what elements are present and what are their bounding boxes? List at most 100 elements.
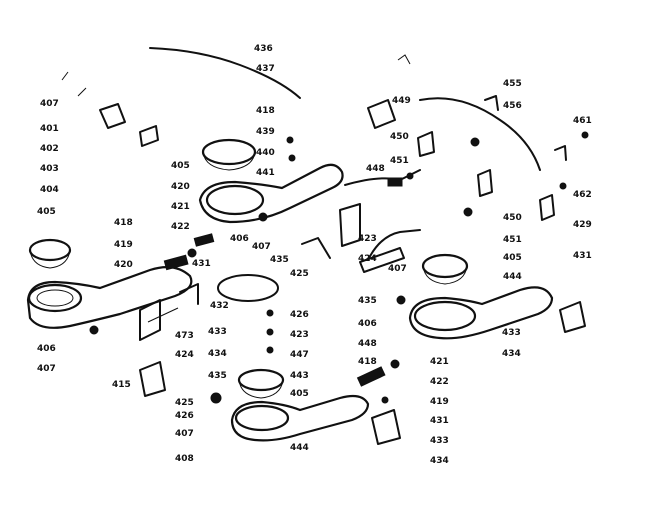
part-label-450: 450 (503, 213, 522, 223)
part-label-407: 407 (175, 429, 194, 439)
part-label-433: 433 (208, 327, 227, 337)
part-label-451: 451 (503, 235, 522, 245)
part-label-436: 436 (254, 44, 273, 54)
pilot-parts-right (477, 95, 567, 221)
part-label-418: 418 (114, 218, 133, 228)
gas-tube-mid (367, 229, 421, 261)
part-label-406: 406 (358, 319, 377, 329)
orifice-left (89, 325, 99, 335)
part-label-431: 431 (573, 251, 592, 261)
part-label-444: 444 (290, 443, 309, 453)
part-label-444: 444 (503, 272, 522, 282)
part-label-434: 434 (430, 456, 449, 466)
part-label-433: 433 (430, 436, 449, 446)
part-label-404: 404 (40, 185, 59, 195)
part-label-439: 439 (256, 127, 275, 137)
valve-assembly-right (387, 172, 414, 187)
valve-assembly-left (163, 248, 197, 271)
part-label-461: 461 (573, 116, 592, 126)
bracket-bottom-right (371, 409, 401, 445)
valve-assembly-center (193, 233, 215, 247)
part-label-441: 441 (256, 168, 275, 178)
burner-cap-left (28, 238, 72, 262)
part-label-406: 406 (230, 234, 249, 244)
center-ring (217, 274, 279, 302)
part-label-425: 425 (290, 269, 309, 279)
part-label-434: 434 (502, 349, 521, 359)
part-label-443: 443 (290, 371, 309, 381)
part-label-424: 424 (358, 254, 377, 264)
part-label-421: 421 (430, 357, 449, 367)
part-label-448: 448 (366, 164, 385, 174)
part-label-434: 434 (208, 349, 227, 359)
part-label-415: 415 (112, 380, 131, 390)
part-label-420: 420 (171, 182, 190, 192)
part-label-420: 420 (114, 260, 133, 270)
orifice-bottom (210, 392, 222, 404)
burner-cap-top (201, 138, 257, 166)
part-label-426: 426 (175, 411, 194, 421)
part-label-431: 431 (192, 259, 211, 269)
part-label-423: 423 (358, 234, 377, 244)
part-label-405: 405 (290, 389, 309, 399)
part-label-433: 433 (502, 328, 521, 338)
part-label-451: 451 (390, 156, 409, 166)
burner-cap-right (421, 253, 469, 279)
part-label-429: 429 (573, 220, 592, 230)
part-label-407: 407 (252, 242, 271, 252)
part-label-423: 423 (290, 330, 309, 340)
part-label-422: 422 (171, 222, 190, 232)
part-label-401: 401 (40, 124, 59, 134)
part-label-406: 406 (37, 344, 56, 354)
bracket-far-right (559, 301, 586, 333)
part-label-419: 419 (114, 240, 133, 250)
part-label-405: 405 (171, 161, 190, 171)
pilot-parts-upper-left (61, 71, 159, 147)
manifold-bar (359, 247, 405, 273)
part-label-403: 403 (40, 164, 59, 174)
part-label-418: 418 (358, 357, 377, 367)
valve-assembly-bottom (356, 359, 400, 387)
part-label-402: 402 (40, 144, 59, 154)
part-label-426: 426 (290, 310, 309, 320)
bracket-bottom-left (139, 361, 166, 397)
burner-ring-left (27, 283, 83, 313)
part-label-450: 450 (390, 132, 409, 142)
part-label-431: 431 (430, 416, 449, 426)
part-label-437: 437 (256, 64, 275, 74)
part-label-419: 419 (430, 397, 449, 407)
part-label-462: 462 (573, 190, 592, 200)
part-label-418: 418 (256, 106, 275, 116)
gas-tube-curved (419, 97, 541, 171)
part-label-473: 473 (175, 331, 194, 341)
part-label-425: 425 (175, 398, 194, 408)
bracket-mid (179, 283, 199, 305)
diagram-artwork (26, 47, 589, 445)
part-label-407: 407 (37, 364, 56, 374)
part-label-424: 424 (175, 350, 194, 360)
bracket-left (139, 299, 179, 341)
part-label-447: 447 (290, 350, 309, 360)
thermocouple-parts (397, 54, 435, 157)
part-label-456: 456 (503, 101, 522, 111)
orifice-upper (258, 212, 268, 222)
burner-cap-bottom (237, 368, 285, 392)
gas-tube-top (149, 47, 301, 99)
part-label-407: 407 (40, 99, 59, 109)
part-label-405: 405 (503, 253, 522, 263)
part-label-405: 405 (37, 207, 56, 217)
burner-tray-left (26, 265, 193, 329)
part-label-408: 408 (175, 454, 194, 464)
part-label-422: 422 (430, 377, 449, 387)
part-label-432: 432 (210, 301, 229, 311)
part-number-labels: 436 437 418 439 440 441 407 401 402 403 404 405 420 4… (37, 44, 592, 466)
part-label-435: 435 (208, 371, 227, 381)
part-label-440: 440 (256, 148, 275, 158)
part-label-435: 435 (270, 255, 289, 265)
part-label-449: 449 (392, 96, 411, 106)
part-label-421: 421 (171, 202, 190, 212)
part-label-448: 448 (358, 339, 377, 349)
bracket-center-right (301, 203, 361, 259)
